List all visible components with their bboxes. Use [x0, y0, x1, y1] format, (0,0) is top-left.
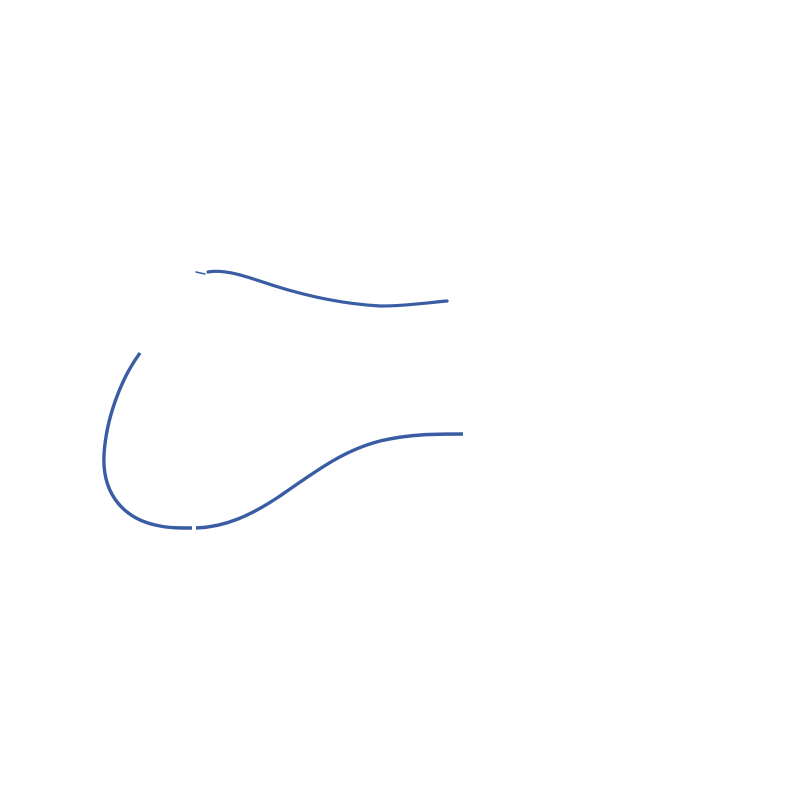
lower-curve-right — [195, 432, 464, 530]
upper-curve-tip — [195, 271, 206, 275]
upper-curve — [206, 269, 449, 308]
lower-curve-left — [102, 351, 193, 530]
